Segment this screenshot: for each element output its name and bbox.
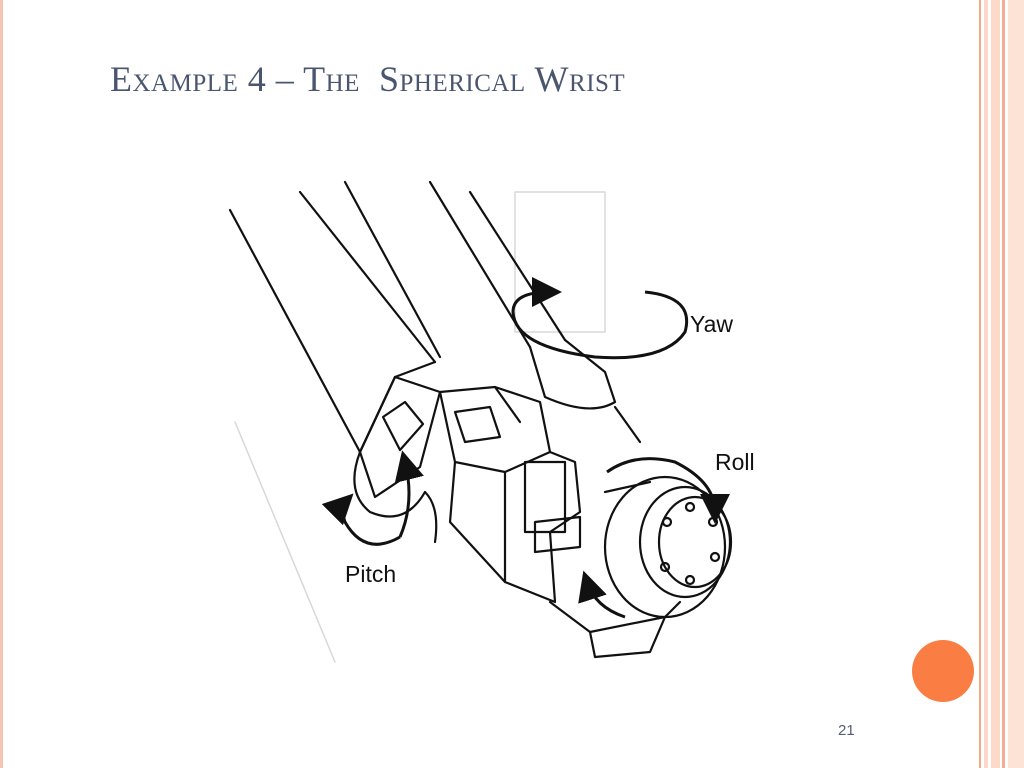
slide-title: Example 4 – The Spherical Wrist [110,59,626,99]
stripe [984,0,988,768]
stripe [1002,0,1005,768]
roll-label: Roll [715,449,755,475]
pitch-label: Pitch [345,561,396,587]
yaw-label: Yaw [690,311,733,337]
stripe [991,0,1000,768]
page-number: 21 [838,722,855,739]
left-border [0,0,3,768]
orange-circle-icon [912,640,974,702]
stripe [1008,0,1024,768]
spherical-wrist-figure: Yaw Roll Pitch [228,180,755,663]
stripe [979,0,981,768]
